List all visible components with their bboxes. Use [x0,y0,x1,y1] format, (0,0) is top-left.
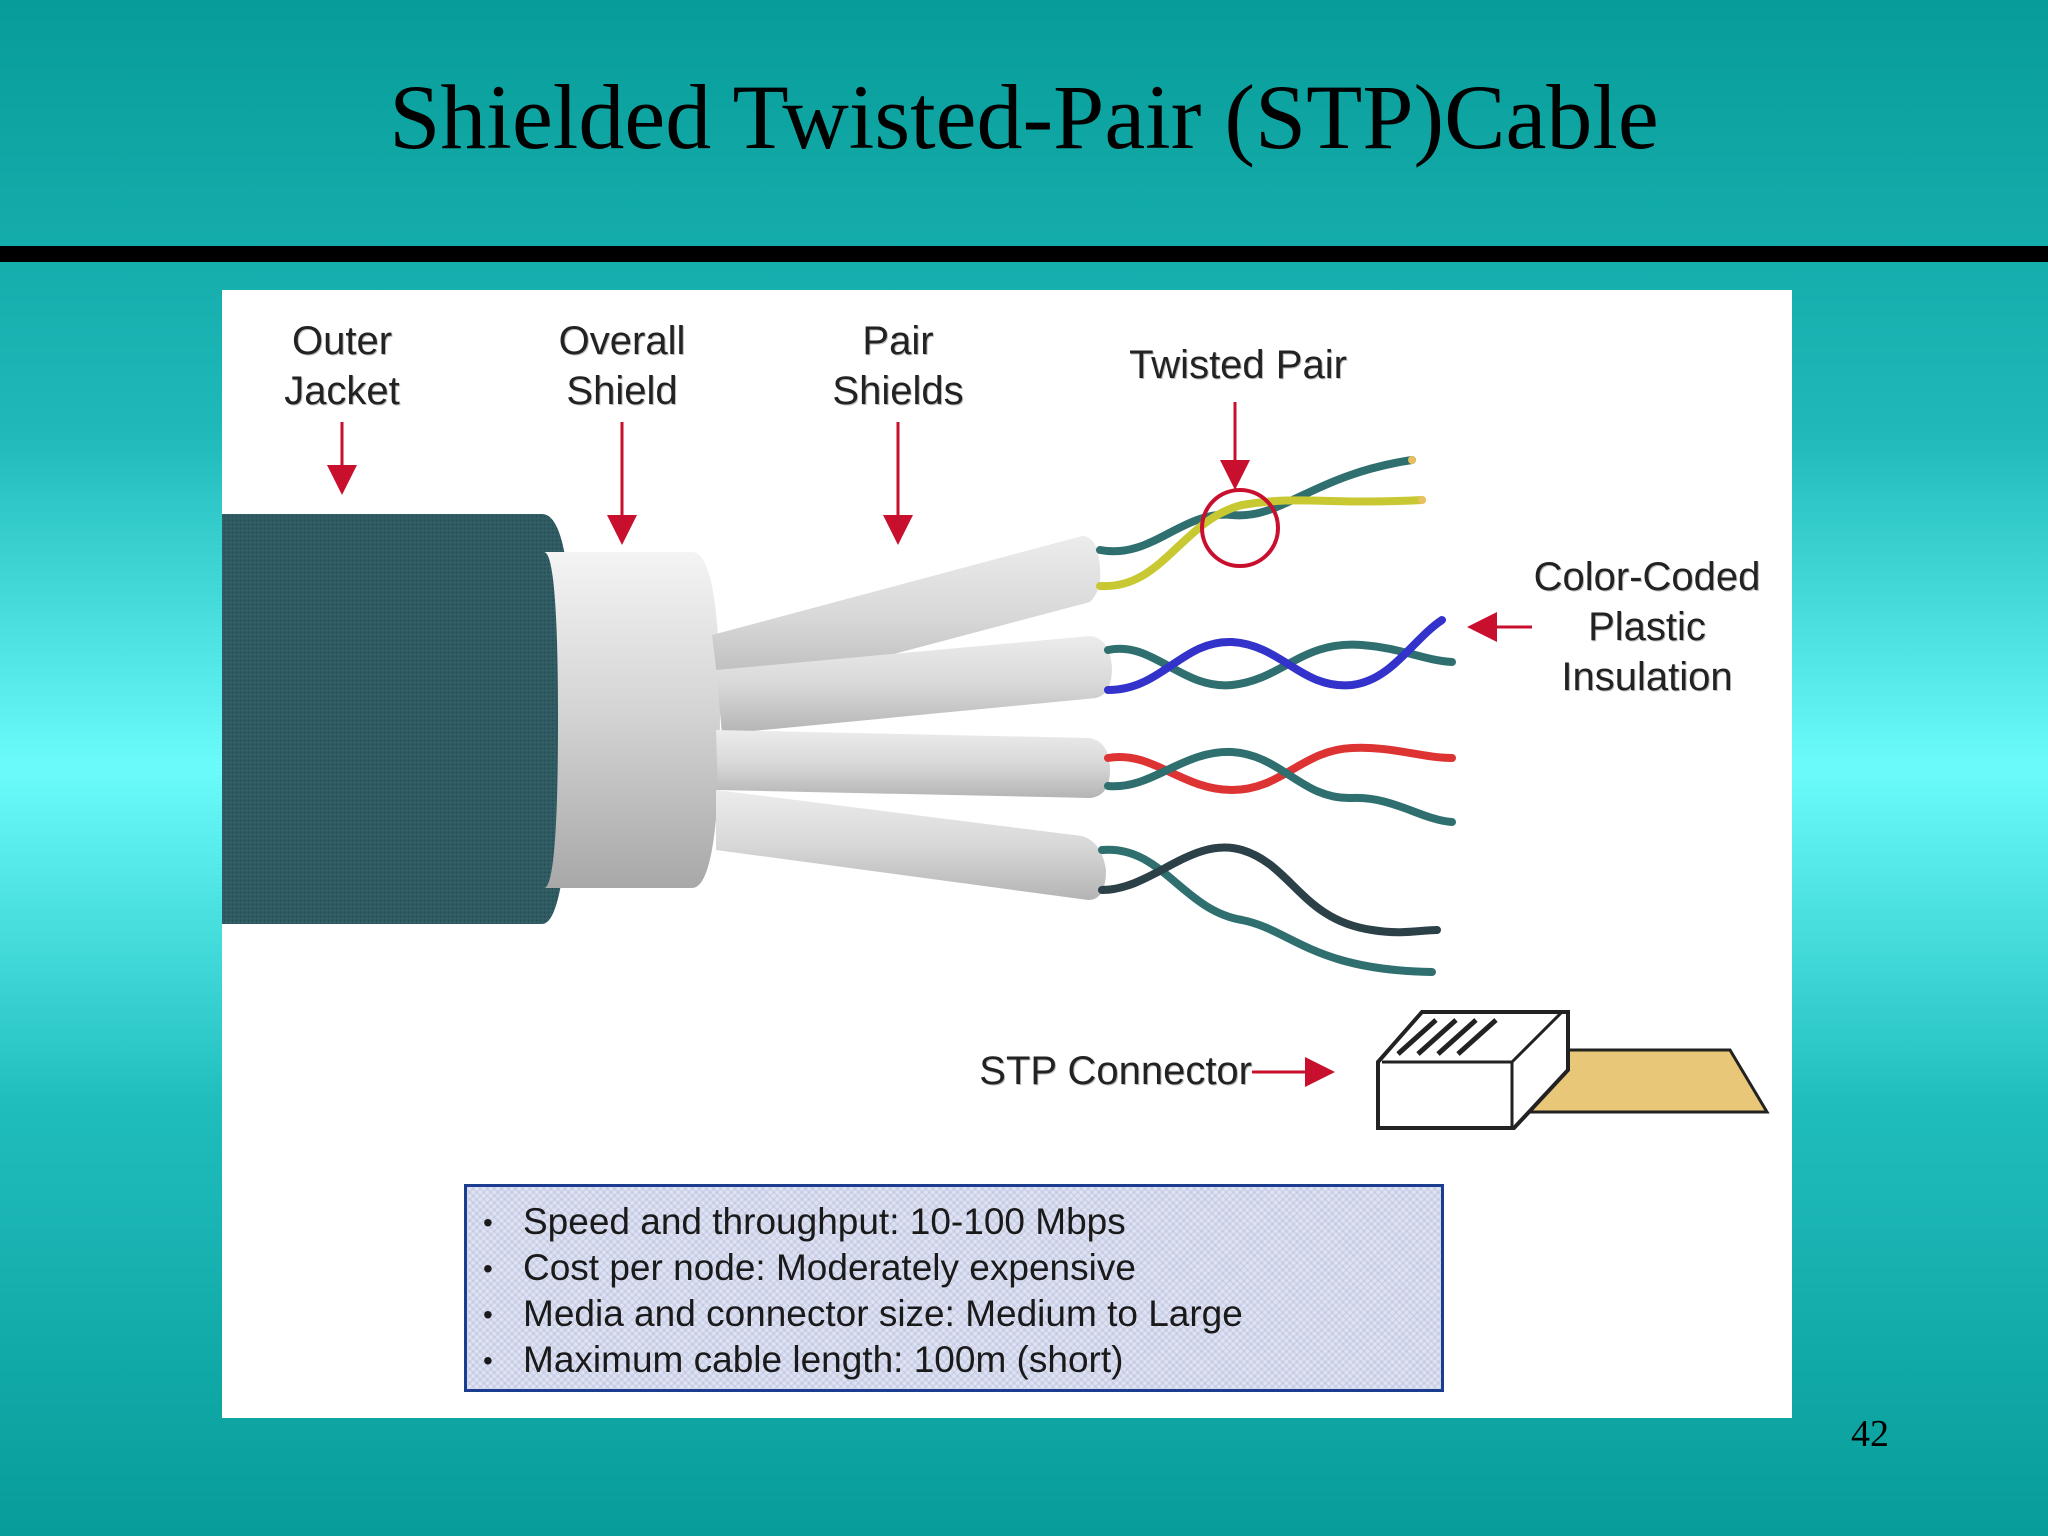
spec-item: • Maximum cable length: 100m (short) [483,1337,1441,1383]
spec-text: Media and connector size: Medium to Larg… [523,1293,1243,1334]
pair-shield-tubes [712,536,1112,900]
spec-list: • Speed and throughput: 10-100 Mbps • Cost… [483,1199,1441,1383]
label-arrows [327,402,1532,1087]
spec-text: Cost per node: Moderately expensive [523,1247,1136,1288]
bullet-icon: • [483,1207,493,1238]
outer-jacket-shape [222,514,572,924]
slide-title: Shielded Twisted-Pair (STP)Cable [389,66,1659,168]
twisted-pair-2 [1104,616,1456,694]
spec-item: • Cost per node: Moderately expensive [483,1245,1441,1291]
stp-connector-drawing [1376,1010,1770,1130]
title-divider [0,246,2048,262]
label-stp-connector: STP Connector [979,1049,1252,1093]
spec-text: Maximum cable length: 100m (short) [523,1339,1124,1380]
twisted-pair-4 [1098,843,1441,976]
page-number: 42 [1851,1413,1889,1455]
spec-box: • Speed and throughput: 10-100 Mbps • Cost… [464,1184,1444,1392]
overall-shield-shape [544,552,720,888]
stp-cable-illustration [222,402,1770,1130]
label-color-coded-insulation: Color-Coded Plastic Insulation [1533,555,1761,699]
bullet-icon: • [483,1345,493,1376]
label-twisted-pair: Twisted Pair [1129,343,1347,387]
twisted-pair-highlight-circle [1200,488,1280,568]
bullet-icon: • [483,1253,493,1284]
stp-cable-figure: Outer Jacket Overall Shield Pair Shields… [222,290,1792,1418]
label-pair-shields: Pair Shields [832,319,964,413]
spec-item: • Speed and throughput: 10-100 Mbps [483,1199,1441,1245]
bullet-icon: • [483,1299,493,1330]
twisted-pair-1 [1096,456,1426,591]
label-outer-jacket: Outer Jacket [284,319,400,413]
spec-item: • Media and connector size: Medium to Lar… [483,1291,1441,1337]
spec-text: Speed and throughput: 10-100 Mbps [523,1201,1126,1242]
label-overall-shield: Overall Shield [558,319,686,413]
twisted-pair-3 [1104,743,1456,826]
